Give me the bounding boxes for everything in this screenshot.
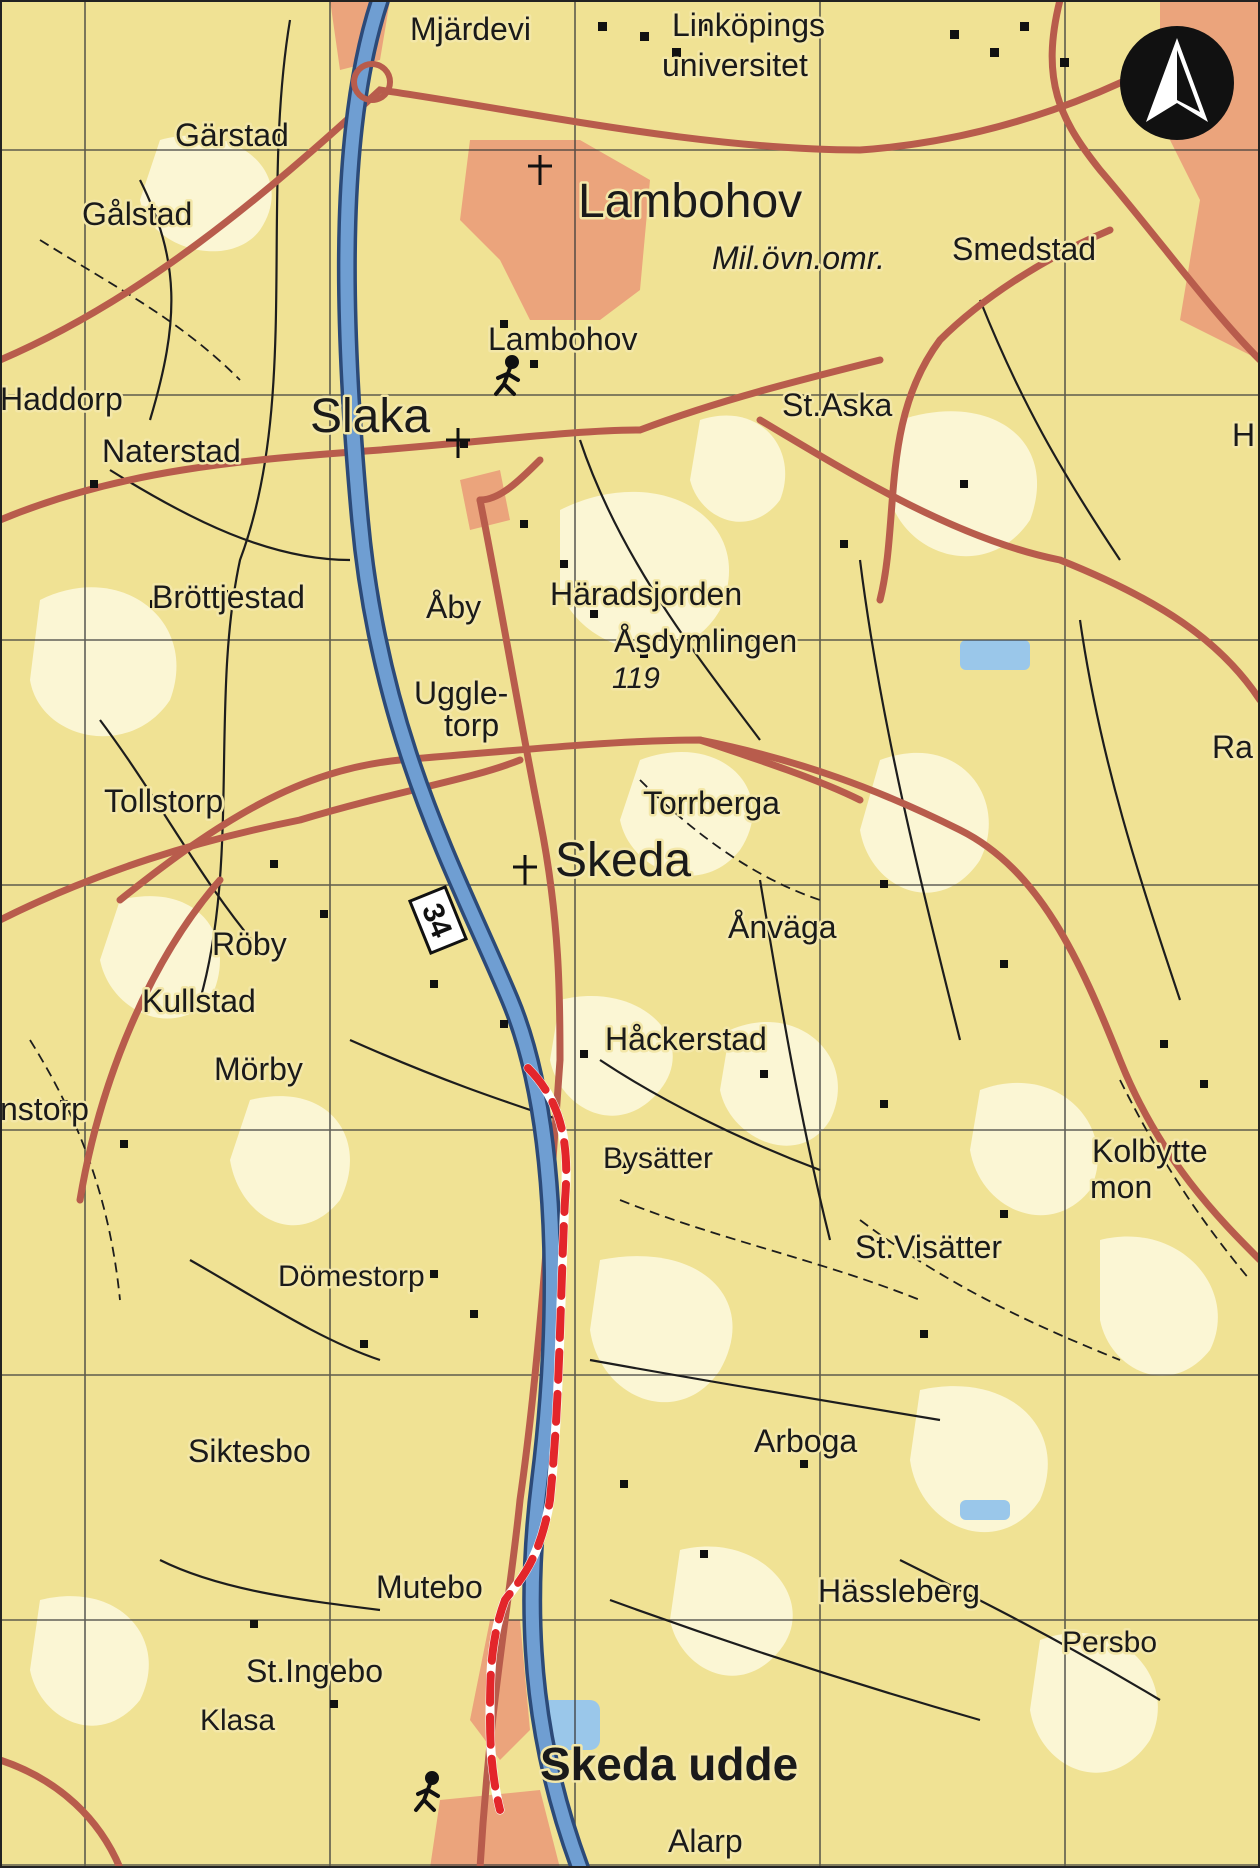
label-anvaga: Ånväga (728, 909, 837, 945)
open-areas (30, 135, 1218, 1773)
label-torp: torp (444, 707, 499, 743)
label-mon: mon (1090, 1169, 1152, 1205)
label-st-aska: St.Aska (782, 387, 892, 423)
label-lambohov-big: Lambohov (578, 175, 802, 228)
minor-roads (99, 19, 1182, 1722)
hiker-icon (414, 355, 520, 1812)
label-milovn: Mil.övn.omr. (712, 240, 885, 276)
north-arrow-icon (1120, 26, 1234, 140)
label-garstad: Gärstad (175, 117, 289, 153)
label-kolbytte: Kolbytte (1092, 1133, 1208, 1169)
label-roby: Röby (212, 926, 287, 962)
label-tollstorp: Tollstorp (104, 783, 223, 819)
label-siktesbo: Siktesbo (188, 1433, 311, 1469)
road-shield-34: 34 (407, 884, 469, 956)
label-haddorp: Haddorp (0, 381, 123, 417)
label-smedstad: Smedstad (952, 231, 1096, 267)
label-slaka: Slaka (310, 390, 430, 443)
place-labels: Mjärdevi Linköpings universitet Gärstad … (0, 5, 1258, 1862)
label-uggle: Uggle- (414, 675, 508, 711)
route (485, 1063, 571, 1815)
church-markers (446, 155, 552, 885)
label-universitet: universitet (662, 47, 808, 83)
label-morby: Mörby (214, 1051, 303, 1087)
label-hassleberg: Hässleberg (818, 1573, 980, 1609)
label-kullstad: Kullstad (142, 983, 256, 1019)
label-skeda: Skeda (555, 834, 691, 887)
label-alarp: Alarp (668, 1823, 743, 1859)
label-klasa: Klasa (200, 1704, 275, 1737)
label-mutebo: Mutebo (376, 1569, 483, 1605)
highway-34 (336, 0, 590, 1868)
label-domestorp: Dömestorp (278, 1260, 425, 1293)
label-st-visatter: St.Visätter (855, 1229, 1002, 1265)
label-brottjestad: Bröttjestad (152, 579, 305, 615)
building-markers (60, 22, 1208, 1708)
label-lambohov-small: Lambohov (488, 321, 637, 357)
roundabout (351, 61, 393, 103)
label-asdymlingen: Åsdymlingen (614, 623, 797, 659)
label-hackerstad: Håckerstad (605, 1021, 767, 1057)
label-st-ingebo: St.Ingebo (246, 1653, 383, 1689)
label-linkopings: Linköpings (672, 7, 825, 43)
label-persbo: Persbo (1062, 1626, 1157, 1659)
label-naterstad: Naterstad (102, 433, 241, 469)
label-bysatter: Bysätter (603, 1142, 713, 1175)
water (540, 640, 1030, 1750)
label-elev-119: 119 (612, 662, 660, 695)
label-aby: Åby (426, 589, 481, 625)
label-arboga: Arboga (754, 1423, 857, 1459)
label-ra-edge: Ra (1212, 729, 1253, 765)
label-mjardevi: Mjärdevi (410, 11, 531, 47)
label-h-edge: H (1232, 417, 1255, 453)
label-nstorp: nstorp (0, 1091, 89, 1127)
label-torrberga: Torrberga (643, 785, 780, 821)
label-galstad: Gålstad (82, 196, 192, 232)
label-skeda-udde: Skeda udde (540, 1738, 798, 1790)
label-haradsjorden: Häradsjorden (550, 576, 742, 612)
